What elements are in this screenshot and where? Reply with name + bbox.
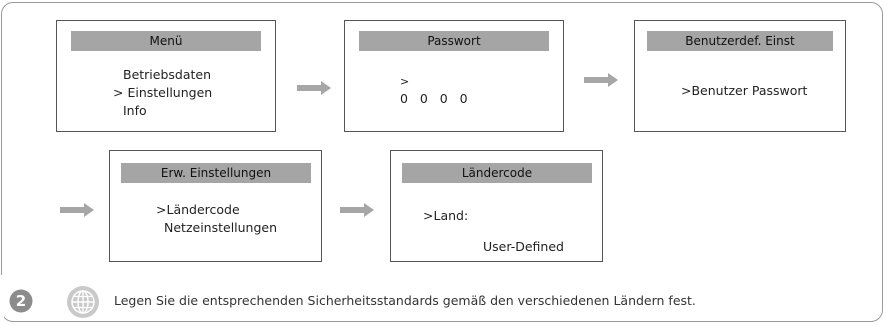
menu-item-info: Info — [123, 103, 147, 118]
menu-item-betriebsdaten: Betriebsdaten — [123, 67, 212, 82]
passwort-screen: Passwort > 0 0 0 0 — [344, 20, 564, 132]
arrow-right-icon — [340, 203, 374, 217]
laendercode-screen: Ländercode >Land: User-Defined — [390, 150, 603, 262]
arrow-right-icon — [60, 203, 94, 217]
benutzer-passwort-item: >Benutzer Passwort — [681, 83, 808, 98]
svg-text:2: 2 — [16, 292, 26, 310]
password-digits: 0 0 0 0 — [400, 91, 468, 106]
menu-screen: Menü Betriebsdaten > Einstellungen Info — [56, 20, 276, 132]
benutzerdef-screen-header: Benutzerdef. Einst — [647, 31, 833, 51]
step-instruction-text: Legen Sie die entsprechenden Sicherheits… — [114, 293, 696, 308]
netzeinstellungen-item: Netzeinstellungen — [164, 220, 278, 235]
erw-einstellungen-screen-header: Erw. Einstellungen — [121, 163, 311, 183]
arrow-right-icon — [297, 81, 331, 95]
step-number-badge: 2 — [9, 289, 33, 313]
arrow-right-icon — [584, 73, 618, 87]
globe-icon — [66, 285, 100, 319]
erw-einstellungen-screen: Erw. Einstellungen >Ländercode Netzeinst… — [109, 150, 322, 262]
land-label: >Land: — [423, 208, 469, 223]
laendercode-screen-header: Ländercode — [402, 163, 592, 183]
passwort-screen-header: Passwort — [359, 31, 549, 51]
password-cursor: > — [400, 75, 410, 88]
laendercode-item: >Ländercode — [156, 202, 240, 217]
land-value: User-Defined — [483, 239, 564, 254]
menu-screen-header: Menü — [71, 31, 261, 51]
benutzerdef-screen: Benutzerdef. Einst >Benutzer Passwort — [634, 20, 846, 132]
menu-item-einstellungen: > Einstellungen — [113, 85, 213, 100]
